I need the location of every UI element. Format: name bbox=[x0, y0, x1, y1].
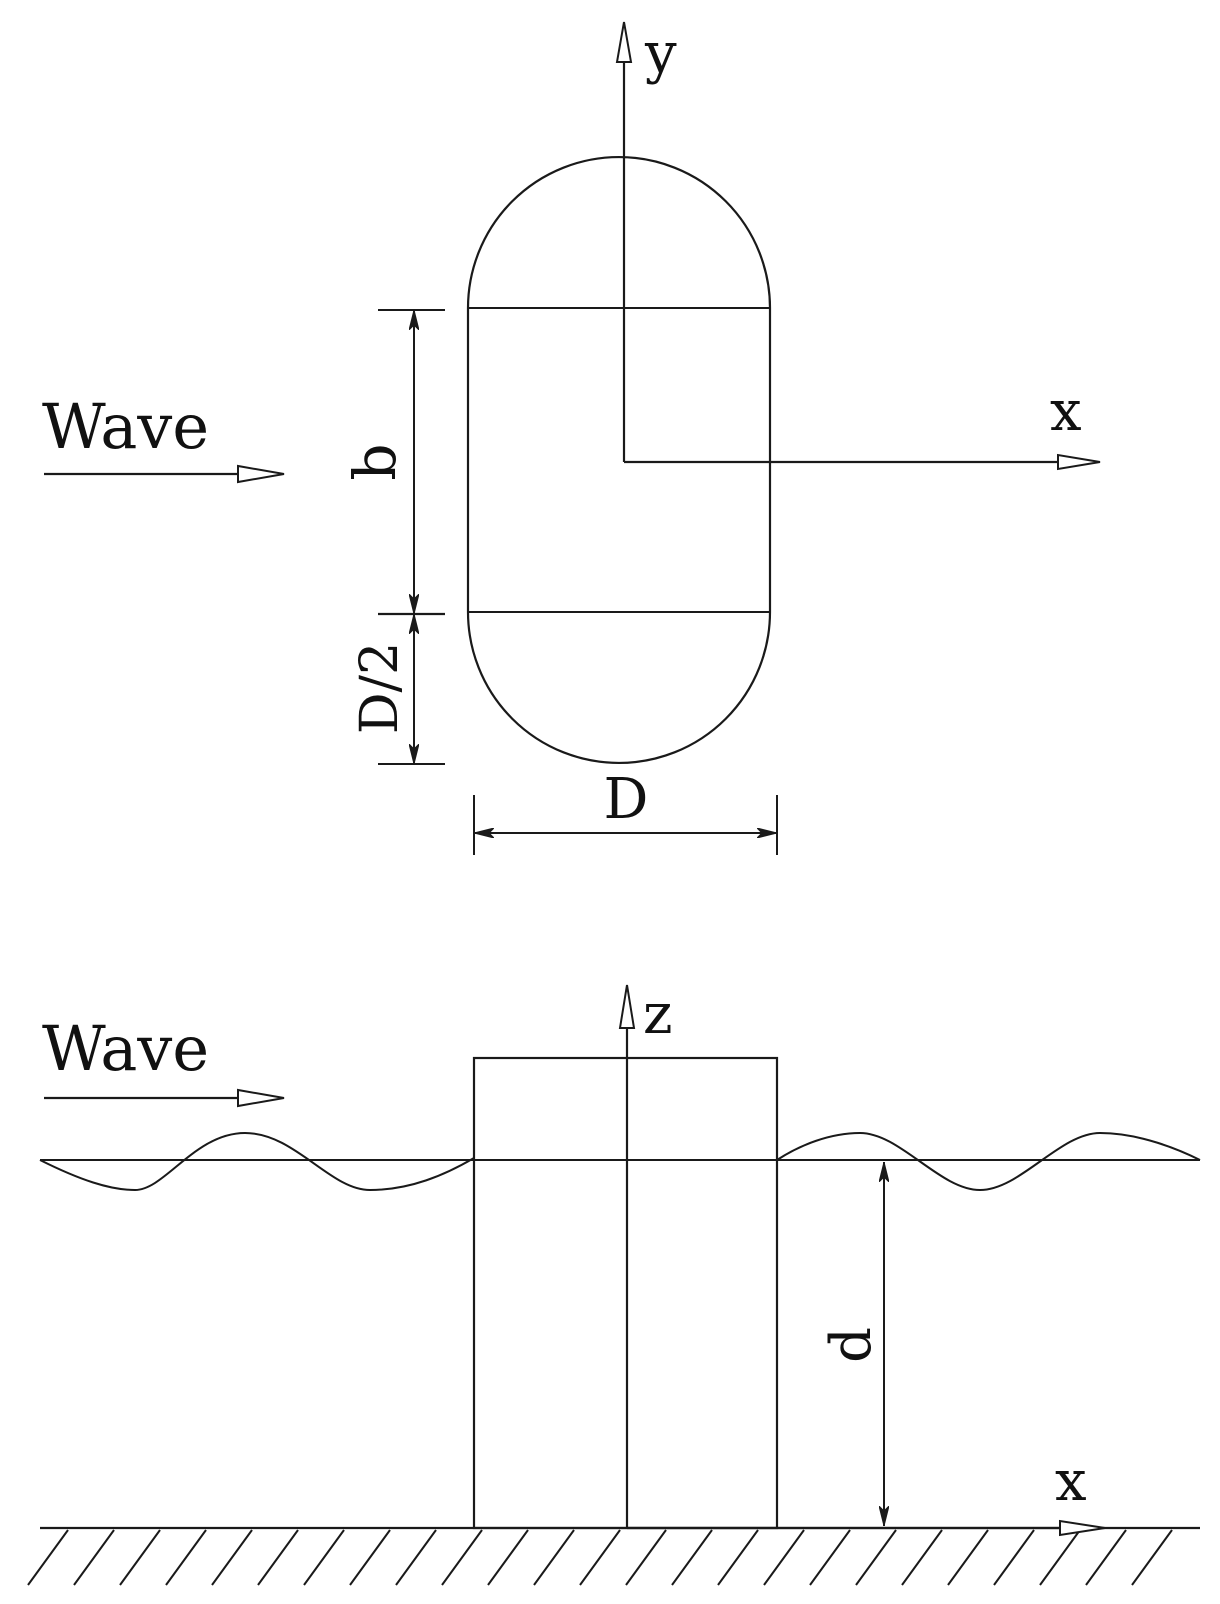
seabed-hatch-mark bbox=[533, 1529, 575, 1586]
dim-half-d-label: D/2 bbox=[350, 642, 410, 734]
seabed-hatch-mark bbox=[303, 1529, 345, 1586]
seabed-hatch-mark bbox=[901, 1529, 943, 1586]
seabed-hatch-mark bbox=[165, 1529, 207, 1586]
side-view: z Wave d x bbox=[27, 982, 1201, 1586]
plan-view: y x Wave b D/2 D bbox=[42, 21, 1101, 855]
seabed-hatch-mark bbox=[1085, 1529, 1127, 1586]
seabed-hatch-mark bbox=[441, 1529, 483, 1586]
seabed-hatch-mark bbox=[257, 1529, 299, 1586]
seabed-hatch-mark bbox=[763, 1529, 805, 1586]
seabed-hatch-mark bbox=[395, 1529, 437, 1586]
seabed-hatching bbox=[27, 1529, 1173, 1586]
x-axis-label: x bbox=[1050, 379, 1082, 444]
z-axis-label: z bbox=[643, 982, 673, 1047]
dim-b-label: b bbox=[341, 443, 409, 480]
x-axis-arrowhead bbox=[1059, 1519, 1106, 1537]
seabed-hatch-mark bbox=[947, 1529, 989, 1586]
x-axis-arrowhead bbox=[1057, 453, 1101, 471]
seabed-hatch-mark bbox=[993, 1529, 1035, 1586]
column-outline bbox=[472, 1056, 779, 1530]
wave-direction-arrowhead bbox=[237, 1088, 285, 1108]
y-axis-label: y bbox=[644, 21, 677, 86]
seabed-hatch-mark bbox=[27, 1529, 69, 1586]
seabed-hatch-mark bbox=[487, 1529, 529, 1586]
seabed-hatch-mark bbox=[717, 1529, 759, 1586]
seabed-hatch-mark bbox=[349, 1529, 391, 1586]
wave-label: Wave bbox=[42, 1012, 209, 1085]
wave-profile-left bbox=[39, 1131, 475, 1192]
seabed-hatch-mark bbox=[625, 1529, 667, 1586]
wave-profile-right bbox=[776, 1131, 1201, 1192]
seabed-hatch-mark bbox=[119, 1529, 161, 1586]
seabed-hatch-mark bbox=[855, 1529, 897, 1586]
dim-depth-label: d bbox=[819, 1327, 884, 1363]
seabed-hatch-mark bbox=[73, 1529, 115, 1586]
y-axis-arrowhead bbox=[615, 21, 633, 63]
dim-d-label: D bbox=[604, 767, 649, 832]
seabed-hatch-mark bbox=[671, 1529, 713, 1586]
stadium-body-outline bbox=[466, 155, 772, 765]
x-axis-label: x bbox=[1055, 1449, 1087, 1514]
seabed-hatch-mark bbox=[809, 1529, 851, 1586]
seabed-hatch-mark bbox=[579, 1529, 621, 1586]
seabed-hatch-mark bbox=[1131, 1529, 1173, 1586]
seabed-hatch-mark bbox=[1039, 1529, 1081, 1586]
wave-direction-arrowhead bbox=[237, 464, 285, 484]
z-axis-arrowhead bbox=[618, 984, 636, 1029]
wave-label: Wave bbox=[42, 390, 209, 463]
seabed-hatch-mark bbox=[211, 1529, 253, 1586]
